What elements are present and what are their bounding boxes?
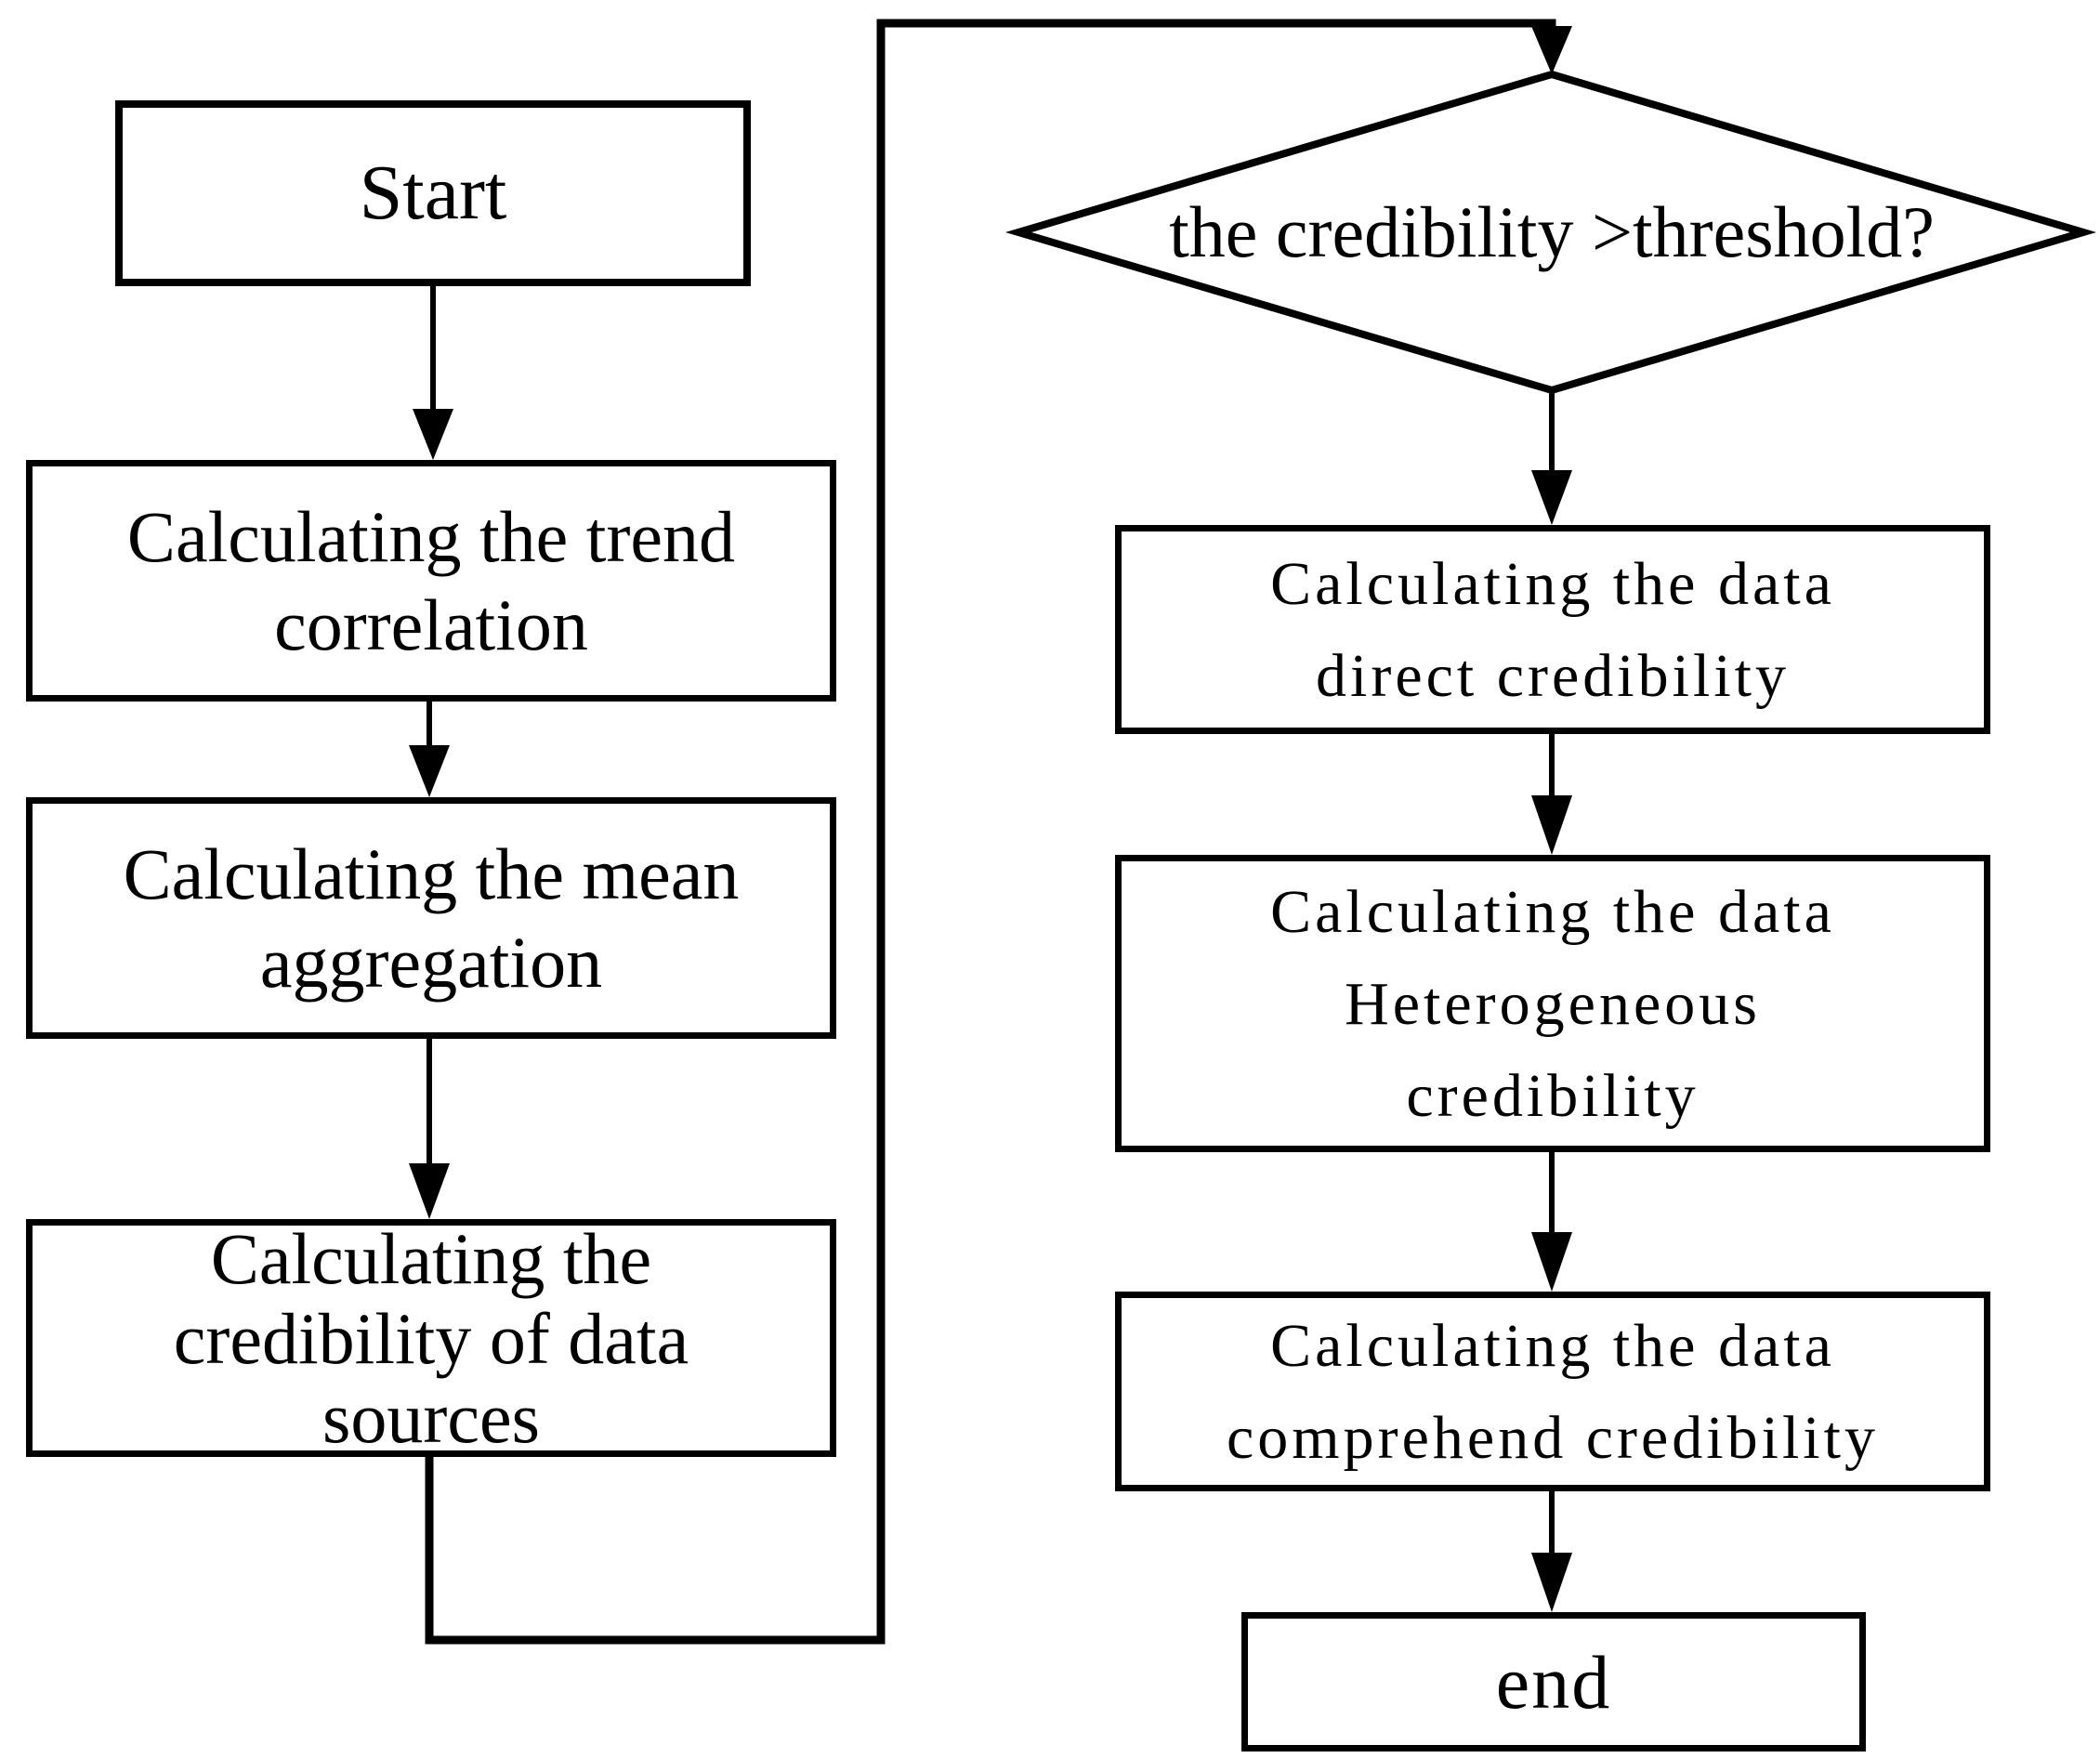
node-direct-credibility: Calculating the data direct credibility — [1115, 525, 1990, 734]
node-comprehend-credibility-line: comprehend credibility — [1227, 1403, 1879, 1472]
edge-trend-to-mean — [409, 702, 450, 797]
node-credibility-of-sources-line: credibility of data — [173, 1297, 689, 1379]
node-end: end — [1241, 1612, 1866, 1751]
arrowhead — [1531, 1553, 1572, 1612]
edge-heterogeneous-to-comprehend — [1531, 1152, 1572, 1292]
arrowhead — [1531, 470, 1572, 525]
node-comprehend-credibility: Calculating the data comprehend credibil… — [1115, 1292, 1990, 1491]
node-mean-aggregation: Calculating the mean aggregation — [26, 797, 836, 1039]
edge-direct-to-heterogeneous — [1531, 734, 1572, 855]
edge-mean-to-sources — [409, 1039, 450, 1219]
node-start: Start — [115, 100, 751, 286]
arrowhead — [409, 1163, 450, 1219]
node-heterogeneous-credibility: Calculating the data Heterogeneous credi… — [1115, 855, 1990, 1152]
arrowhead — [409, 745, 450, 797]
node-credibility-of-sources-line: sources — [322, 1376, 540, 1458]
node-heterogeneous-credibility-line: Calculating the data — [1270, 877, 1835, 946]
arrowhead — [1531, 795, 1572, 855]
node-mean-aggregation-line: Calculating the mean — [123, 833, 740, 914]
node-trend-correlation-line: correlation — [274, 584, 588, 665]
node-credibility-of-sources-line: Calculating the — [210, 1218, 652, 1300]
arrowhead — [413, 409, 453, 460]
edge-decision-to-direct — [1531, 390, 1572, 525]
node-trend-correlation: Calculating the trend correlation — [26, 460, 836, 702]
node-mean-aggregation-line: aggregation — [259, 922, 603, 1003]
node-heterogeneous-credibility-line: Heterogeneous — [1345, 969, 1761, 1038]
node-heterogeneous-credibility-line: credibility — [1406, 1061, 1700, 1130]
arrowhead — [1531, 1232, 1572, 1292]
node-decision-label: the credibility >threshold? — [1169, 191, 1935, 272]
node-direct-credibility-line: Calculating the data — [1270, 549, 1835, 618]
arrowhead — [1531, 26, 1572, 74]
node-end-label: end — [1495, 1639, 1612, 1725]
node-direct-credibility-line: direct credibility — [1316, 641, 1790, 710]
edge-sources-to-decision — [425, 19, 1572, 1645]
node-start-label: Start — [359, 149, 507, 236]
edge-comprehend-to-end — [1531, 1491, 1572, 1612]
node-trend-correlation-line: Calculating the trend — [126, 495, 736, 577]
node-credibility-of-sources: Calculating the credibility of data sour… — [26, 1219, 836, 1457]
node-comprehend-credibility-line: Calculating the data — [1270, 1311, 1835, 1380]
edge-start-to-trend — [413, 286, 453, 460]
